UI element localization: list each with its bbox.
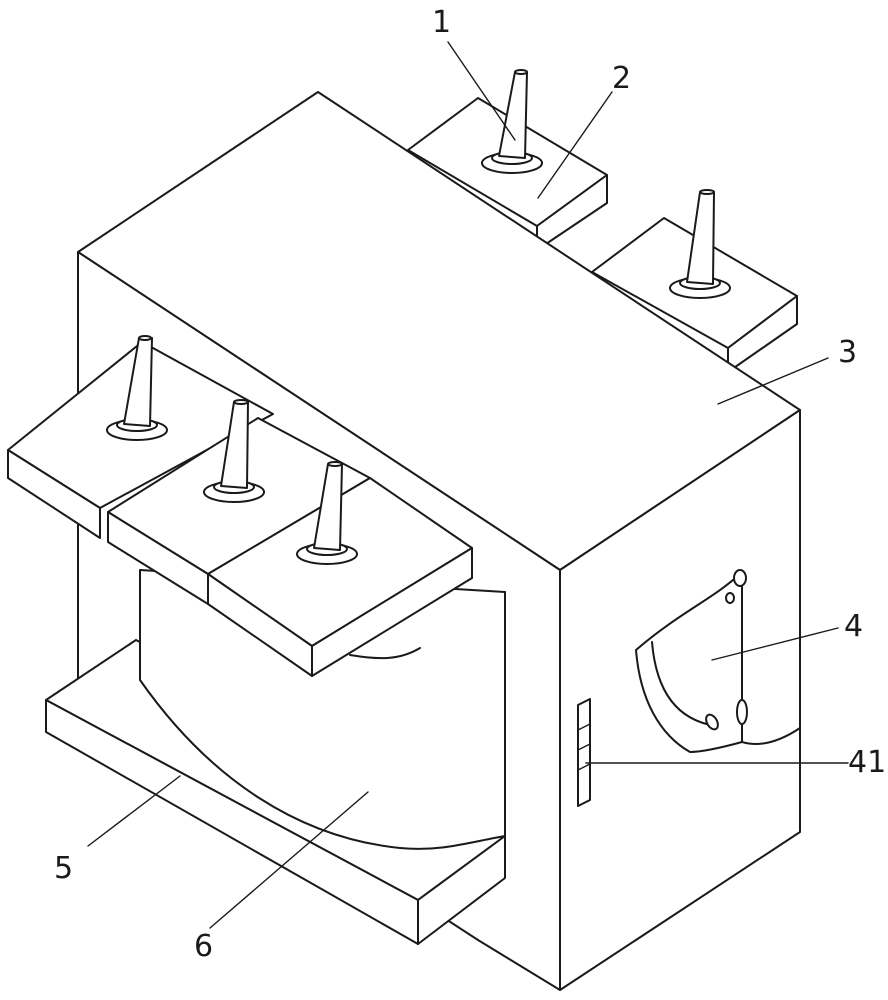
label-terminal: 1 [432,5,451,40]
leader-terminal [447,41,516,141]
leader-side-hatch [711,627,839,661]
label-terminal-plate: 2 [612,61,631,96]
leader-terminal-plate [537,91,613,199]
label-base-plate: 5 [54,851,73,886]
terminal-back-2 [669,189,731,299]
leader-lines [87,41,849,929]
label-coil: 6 [194,929,213,964]
side-slot [577,698,591,807]
label-side-hatch: 4 [844,609,863,644]
leader-coil [209,791,369,929]
terminal-front-right [296,461,358,565]
side-hatch [635,569,801,753]
terminal-front-left [106,335,168,441]
leader-core-frame [717,357,829,405]
terminal-back-1 [481,69,543,174]
coil [139,569,506,850]
leader-base-plate [87,775,181,847]
terminal-front-middle [203,399,265,503]
label-side-slot: 41 [848,745,886,780]
label-core-frame: 3 [838,335,857,370]
